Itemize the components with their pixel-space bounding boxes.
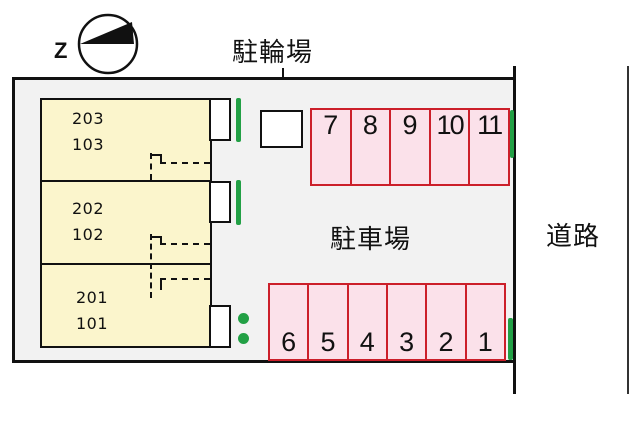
unit-number: 101 xyxy=(76,314,109,333)
parking-space: 1 xyxy=(477,327,493,357)
parking-space: 7 xyxy=(312,110,352,184)
parking-space: 4 xyxy=(349,285,388,359)
hedge-bar xyxy=(510,110,514,158)
parking-space: 8 xyxy=(352,110,392,184)
entrance-box xyxy=(209,181,231,223)
unit-number: 202 xyxy=(72,199,105,218)
unit-number: 203 xyxy=(72,109,105,128)
dashed-partition xyxy=(150,154,160,156)
bicycle-parking-box xyxy=(260,110,303,148)
parking-space: 10 xyxy=(431,110,471,184)
building-unit-203-103: 203 103 xyxy=(40,98,212,182)
parking-space: 2 xyxy=(427,285,467,359)
unit-number: 201 xyxy=(76,288,109,307)
car-parking-label: 駐車場 xyxy=(330,225,412,255)
parking-space: 3 xyxy=(388,285,428,359)
shrub-dot xyxy=(238,313,249,324)
compass-arrow-icon xyxy=(77,13,139,75)
building-unit-202-102: 202 102 xyxy=(40,180,212,265)
dashed-partition xyxy=(160,243,210,245)
hedge-bar xyxy=(508,318,513,360)
road-edge-line xyxy=(627,66,629,394)
parking-row-bottom: 6 5 4 3 2 1 xyxy=(268,283,506,361)
parking-space: 11 xyxy=(477,110,503,140)
bicycle-parking-label: 駐輪場 xyxy=(232,38,314,68)
dashed-partition xyxy=(160,278,210,280)
dashed-partition xyxy=(160,162,210,164)
unit-number: 102 xyxy=(72,225,105,244)
dashed-partition xyxy=(160,154,162,162)
dashed-partition xyxy=(150,234,152,298)
hedge-bar xyxy=(236,180,241,225)
parking-space: 5 xyxy=(309,285,349,359)
building-unit-201-101: 201 101 xyxy=(40,263,212,348)
entrance-box xyxy=(209,98,231,141)
compass-north-label: Z xyxy=(54,38,68,63)
parking-space: 6 xyxy=(270,285,310,359)
unit-number: 103 xyxy=(72,135,105,154)
dashed-partition xyxy=(150,153,152,180)
dashed-partition xyxy=(150,236,160,238)
parking-row-top: 7 8 9 10 11 xyxy=(310,108,510,186)
dashed-partition xyxy=(160,236,162,244)
road-label: 道路 xyxy=(546,222,601,252)
compass: Z xyxy=(50,12,140,76)
site-right-boundary xyxy=(513,66,516,394)
hedge-bar xyxy=(236,98,241,142)
parking-space: 9 xyxy=(391,110,431,184)
entrance-box xyxy=(209,305,231,348)
shrub-dot xyxy=(238,333,249,344)
dashed-partition xyxy=(160,278,162,290)
